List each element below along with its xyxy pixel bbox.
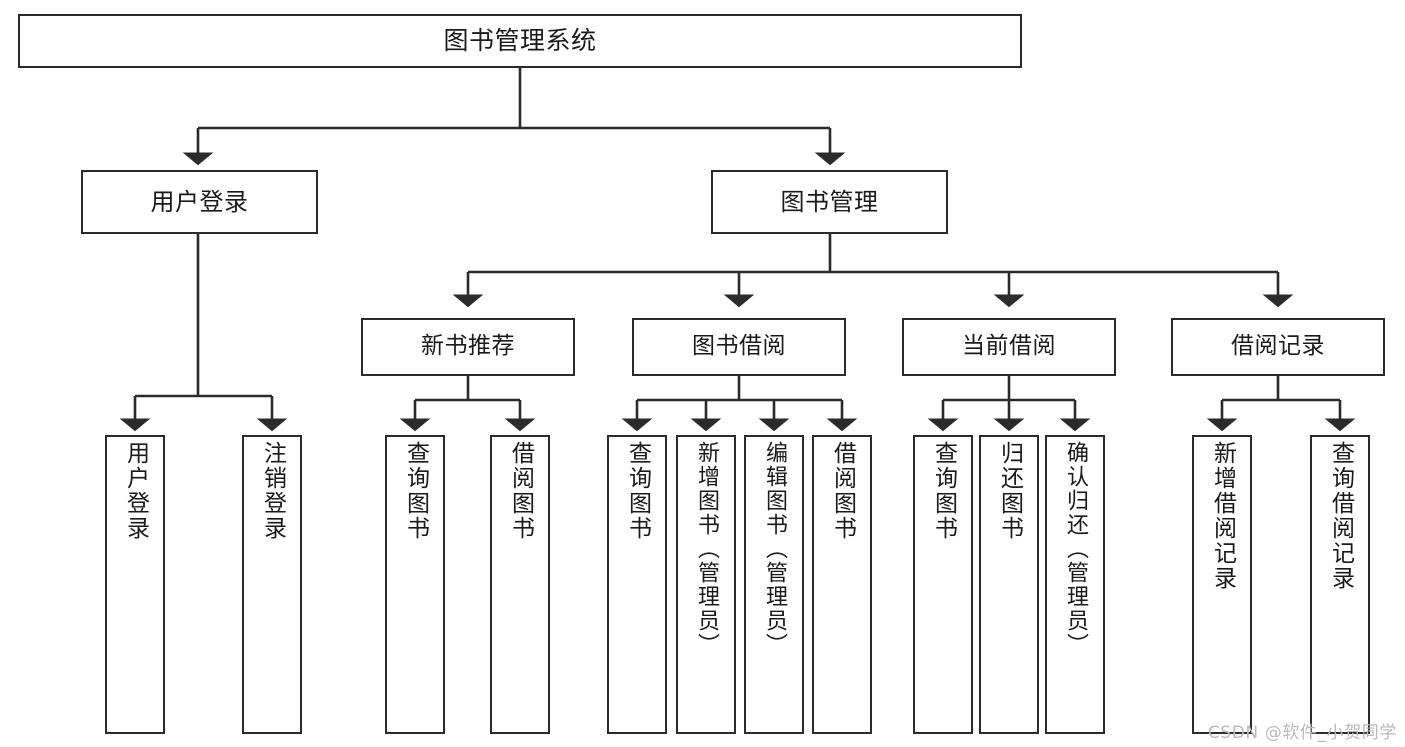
leaf-query-book-2-label: 查询图书 <box>624 441 651 541</box>
leaf-query-record-label: 查询借阅记录 <box>1327 441 1354 591</box>
leaf-user-logout-label: 注销登录 <box>259 441 286 541</box>
node-root-label: 图书管理系统 <box>443 26 597 56</box>
leaf-query-book-3-label: 查询图书 <box>930 441 957 541</box>
leaf-confirm-return-label: 确认归还（管理员） <box>1063 441 1088 657</box>
leaf-add-record-label: 新增借阅记录 <box>1209 441 1236 591</box>
leaf-add-record[interactable]: 新增借阅记录 <box>1192 435 1252 734</box>
leaf-add-book-label: 新增图书（管理员） <box>694 441 719 657</box>
leaf-borrow-book-1-label: 借阅图书 <box>507 441 534 541</box>
node-borrow-record-label: 借阅记录 <box>1231 333 1325 360</box>
node-new-book-rec[interactable]: 新书推荐 <box>361 318 575 376</box>
leaf-query-record[interactable]: 查询借阅记录 <box>1310 435 1370 734</box>
node-book-borrow-label: 图书借阅 <box>692 333 786 360</box>
node-book-manage-label: 图书管理 <box>780 187 879 216</box>
node-borrow-record[interactable]: 借阅记录 <box>1171 318 1385 376</box>
node-user-login-label: 用户登录 <box>150 187 249 216</box>
leaf-add-book[interactable]: 新增图书（管理员） <box>676 435 736 734</box>
node-current-borrow[interactable]: 当前借阅 <box>902 318 1116 376</box>
leaf-borrow-book-2[interactable]: 借阅图书 <box>812 435 872 734</box>
leaf-edit-book[interactable]: 编辑图书（管理员） <box>744 435 804 734</box>
leaf-borrow-book-2-label: 借阅图书 <box>829 441 856 541</box>
node-book-manage[interactable]: 图书管理 <box>711 170 948 234</box>
leaf-borrow-book-1[interactable]: 借阅图书 <box>490 435 550 734</box>
node-new-book-rec-label: 新书推荐 <box>421 333 515 360</box>
leaf-user-login[interactable]: 用户登录 <box>105 435 165 734</box>
leaf-return-book-label: 归还图书 <box>996 441 1023 541</box>
leaf-query-book-1[interactable]: 查询图书 <box>385 435 445 734</box>
node-root[interactable]: 图书管理系统 <box>18 14 1022 68</box>
leaf-user-login-label: 用户登录 <box>122 441 149 541</box>
leaf-edit-book-label: 编辑图书（管理员） <box>762 441 787 657</box>
node-book-borrow[interactable]: 图书借阅 <box>632 318 846 376</box>
leaf-query-book-3[interactable]: 查询图书 <box>913 435 973 734</box>
leaf-query-book-1-label: 查询图书 <box>402 441 429 541</box>
node-current-borrow-label: 当前借阅 <box>962 333 1056 360</box>
leaf-query-book-2[interactable]: 查询图书 <box>607 435 667 734</box>
leaf-user-logout[interactable]: 注销登录 <box>242 435 302 734</box>
leaf-confirm-return[interactable]: 确认归还（管理员） <box>1045 435 1105 734</box>
leaf-return-book[interactable]: 归还图书 <box>979 435 1039 734</box>
csdn-watermark: CSDN @软件_小贺同学 <box>1207 723 1397 743</box>
node-user-login[interactable]: 用户登录 <box>81 170 318 234</box>
